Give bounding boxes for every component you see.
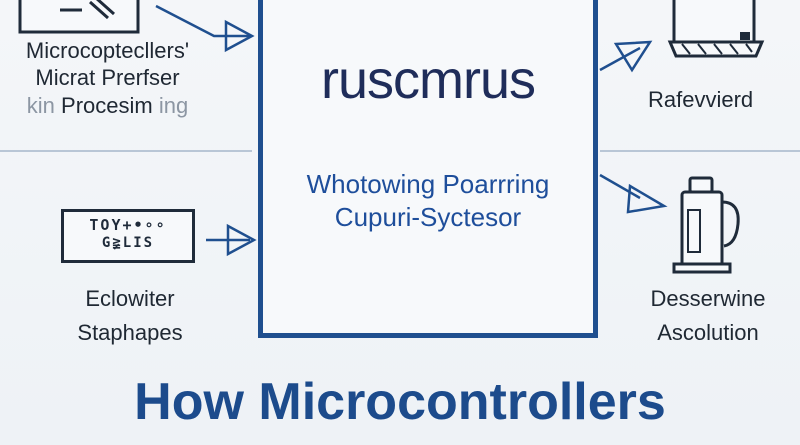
left-top-line3: kin Procesim ing	[0, 93, 215, 119]
left-bottom-line1: Eclowiter	[85, 286, 175, 311]
brand-logo-text: ruscmrus	[320, 50, 536, 110]
right-bottom-line2: Ascolution	[657, 320, 759, 345]
left-top-faded-a: kin	[26, 93, 55, 118]
right-top-label: Rafevvierd	[648, 87, 754, 112]
left-top-label: Microcoptecllers' Micrat Prerfser kin Pr…	[0, 38, 215, 119]
page-headline: How Microcontrollers	[134, 373, 666, 431]
display-panel-icon	[667, 0, 765, 58]
left-bottom-label: Eclowiter Staphapes	[40, 286, 220, 346]
chip-board-icon	[18, 0, 140, 34]
section-divider-right	[600, 150, 800, 152]
left-bottom-line2: Staphapes	[77, 320, 183, 345]
left-top-line1: Microcoptecllers'	[25, 38, 190, 63]
chip-text-line1: TOY+•∘∘	[89, 216, 167, 234]
fuel-pump-icon	[672, 176, 740, 274]
right-bottom-label: Desserwine Ascolution	[618, 286, 798, 346]
left-top-line2: Micrat Prerfser	[35, 65, 180, 90]
right-bottom-line1: Desserwine	[650, 286, 766, 311]
left-top-faded-b: ing	[158, 93, 189, 118]
section-divider-left	[0, 150, 252, 152]
left-top-line3-main: Procesim	[61, 93, 153, 118]
central-processor-box: ruscmrus Whotowing Poarrring Cupuri-Syct…	[258, 0, 598, 338]
center-line-1: Whotowing Poarrring	[306, 169, 550, 199]
center-line-2: Cupuri-Syctesor	[334, 202, 522, 232]
chip-text-line2: G≩LIS	[101, 235, 155, 251]
sensor-chip-icon: TOY+•∘∘ G≩LIS	[61, 209, 195, 263]
